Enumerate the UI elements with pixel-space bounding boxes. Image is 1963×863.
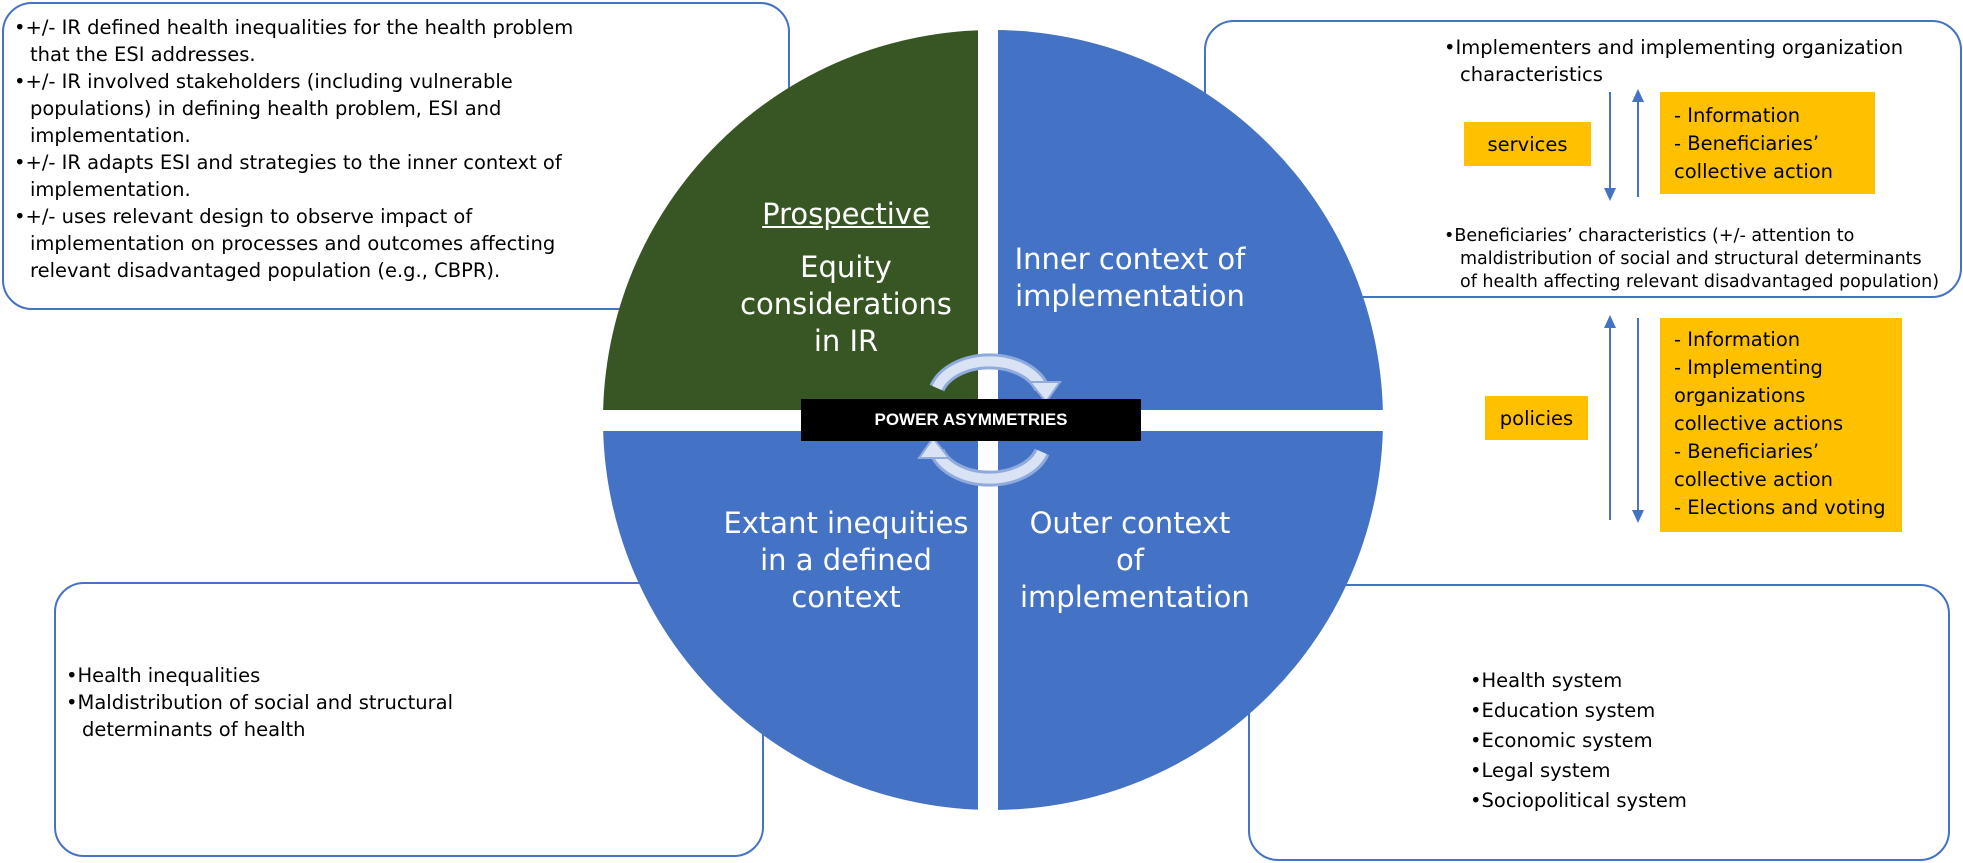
list-item: •Maldistribution of social and structura…	[66, 691, 453, 741]
policies-items: - Information - Implementing organizatio…	[1660, 318, 1902, 532]
services-arrows	[1604, 89, 1644, 201]
implementers-text: •Implementers and implementing organizat…	[1444, 36, 1904, 86]
list-item: •Health system	[1470, 669, 1623, 692]
quadrant-top-left-text: Equity considerations in IR	[740, 250, 952, 358]
list-item: •Health inequalities	[66, 664, 261, 687]
quadrant-top-right	[998, 30, 1383, 410]
power-asymmetries-label: POWER ASYMMETRIES	[801, 399, 1141, 441]
quadrant-bottom-right	[998, 431, 1383, 810]
policies-label: policies	[1485, 396, 1588, 440]
bottom-left-bullets: •Health inequalities •Maldistribution of…	[66, 662, 486, 743]
list-item: •Economic system	[1470, 729, 1653, 752]
policies-arrows	[1604, 315, 1644, 523]
list-item: •Legal system	[1470, 759, 1611, 782]
list-item: •+/- IR involved stakeholders (including…	[14, 70, 513, 147]
quadrant-bottom-left	[603, 431, 978, 810]
services-label: services	[1464, 122, 1591, 166]
list-item: •Sociopolitical system	[1470, 789, 1687, 812]
bottom-right-bullets: •Health system •Education system •Econom…	[1470, 666, 1770, 816]
beneficiaries-text: •Beneficiaries’ characteristics (+/- att…	[1444, 226, 1940, 292]
quadrant-top-left-heading: Prospective	[762, 197, 930, 231]
services-items: - Information - Beneficiaries’ collectiv…	[1660, 92, 1875, 194]
list-item: •Education system	[1470, 699, 1656, 722]
quadrant-bottom-left-text: Extant inequities in a defined context	[723, 506, 969, 614]
list-item: •+/- IR defined health inequalities for …	[14, 16, 574, 66]
quadrant-top-right-text: Inner context of implementation	[1014, 242, 1246, 313]
top-left-bullets: •+/- IR defined health inequalities for …	[14, 14, 574, 284]
cycle-arrows-icon	[917, 353, 1062, 487]
bottom-right-box	[1248, 584, 1950, 861]
list-item: •+/- uses relevant design to observe imp…	[14, 205, 556, 282]
quadrant-bottom-right-text: Outer context of implementation	[1020, 506, 1250, 614]
list-item: •+/- IR adapts ESI and strategies to the…	[14, 151, 562, 201]
bottom-left-box	[54, 582, 764, 857]
